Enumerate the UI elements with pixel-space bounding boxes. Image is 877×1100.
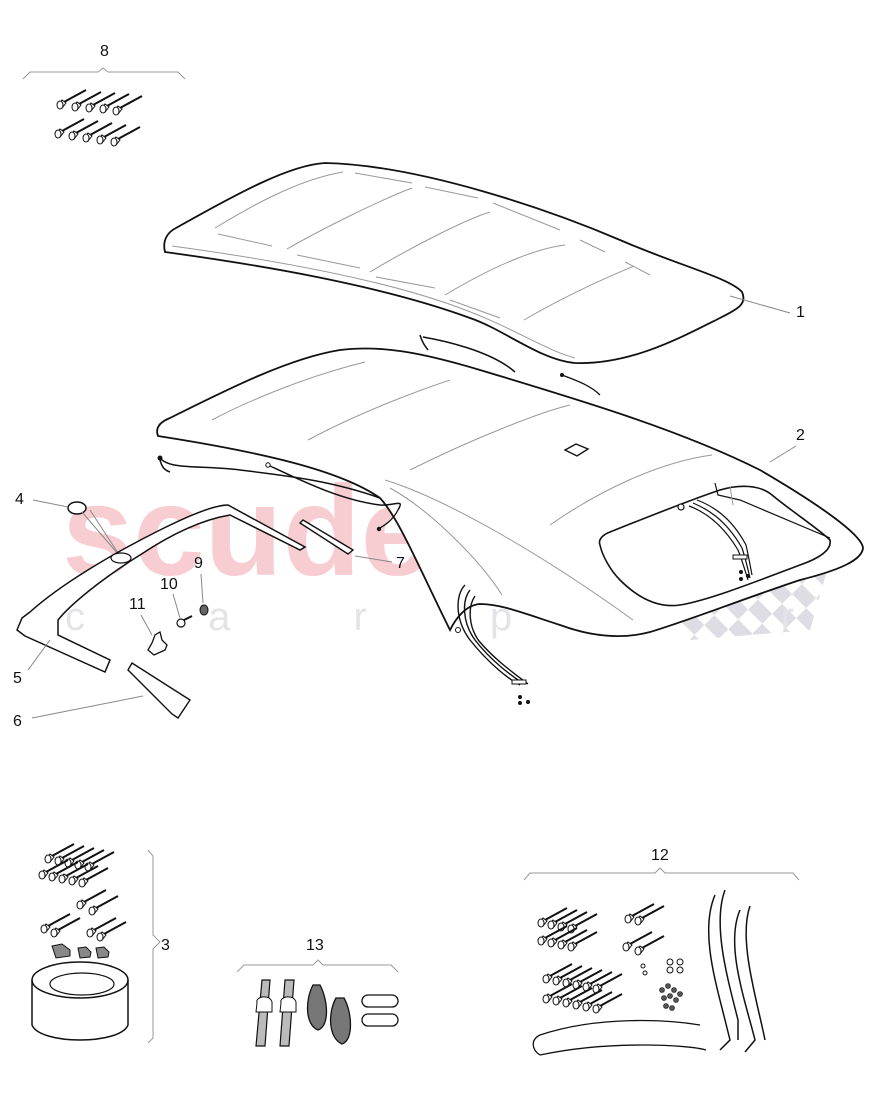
- part-12-tension-cable-kit: [523, 867, 800, 1056]
- part-11-bracket: [147, 630, 168, 656]
- part-2-soft-top: [156, 347, 864, 705]
- callout-10[interactable]: 10: [160, 576, 178, 593]
- part-4-grommet: [67, 501, 87, 515]
- callout-9[interactable]: 9: [194, 555, 203, 572]
- part-7-trim-strip: [298, 519, 355, 555]
- callout-6[interactable]: 6: [13, 713, 22, 730]
- callout-5[interactable]: 5: [13, 670, 22, 687]
- callout-12[interactable]: 12: [651, 847, 669, 864]
- part-13-strap-kit: [236, 959, 399, 1047]
- callout-4[interactable]: 4: [15, 491, 24, 508]
- callout-11[interactable]: 11: [129, 596, 146, 613]
- callout-7[interactable]: 7: [396, 555, 405, 572]
- callout-2[interactable]: 2: [796, 427, 805, 444]
- part-8-rivet-set: [22, 67, 186, 147]
- callout-1[interactable]: 1: [796, 304, 805, 321]
- callout-3[interactable]: 3: [161, 937, 170, 954]
- callout-8[interactable]: 8: [100, 43, 109, 60]
- part-6-trim-pad: [127, 662, 191, 719]
- callout-13[interactable]: 13: [306, 937, 324, 954]
- part-3-installation-kit: [31, 843, 161, 1044]
- parts-frame-trim-group: [16, 499, 393, 719]
- part-5-frame-trim: [16, 504, 307, 674]
- part-10-screw: [176, 615, 193, 628]
- part-9-washer: [199, 604, 209, 616]
- part-1-headliner: [163, 162, 791, 396]
